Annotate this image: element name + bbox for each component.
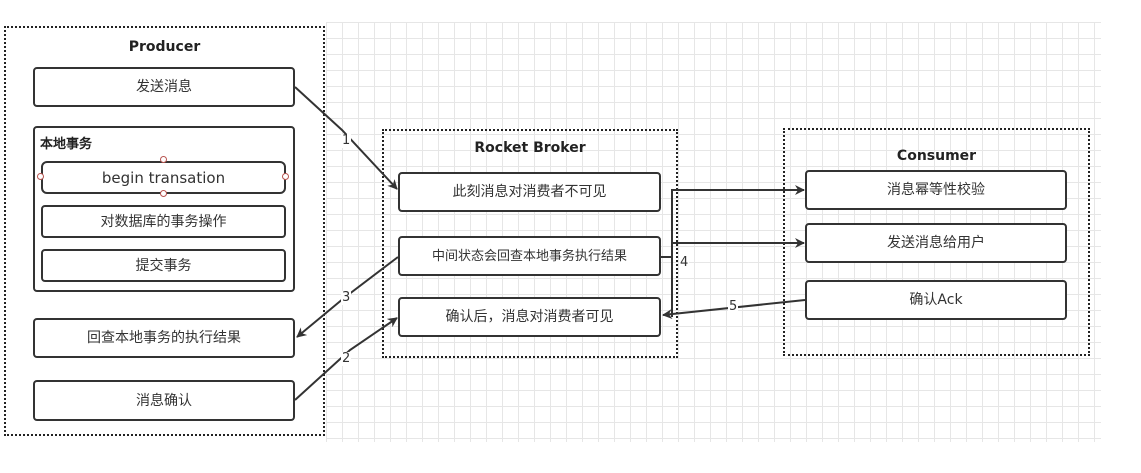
idempotent-check-box[interactable]: 消息幂等性校验 — [805, 170, 1067, 210]
visible-message-box[interactable]: 确认后，消息对消费者可见 — [398, 297, 661, 337]
edge-1-arrow[interactable] — [294, 86, 398, 190]
selection-handle-right[interactable] — [282, 173, 289, 180]
edge-label-3: 3 — [341, 290, 352, 305]
confirm-message-box[interactable]: 消息确认 — [33, 380, 295, 421]
edge-label-4: 4 — [679, 255, 690, 270]
producer-group: Producer — [4, 26, 325, 436]
send-to-user-box[interactable]: 发送消息给用户 — [805, 223, 1067, 263]
commit-transaction-box[interactable]: 提交事务 — [41, 249, 286, 282]
local-transaction-title: 本地事务 — [40, 137, 93, 152]
ack-box[interactable]: 确认Ack — [805, 280, 1067, 320]
db-operations-box[interactable]: 对数据库的事务操作 — [41, 205, 286, 238]
consumer-title: Consumer — [896, 148, 977, 164]
check-result-box[interactable]: 回查本地事务的执行结果 — [33, 318, 295, 358]
broker-title: Rocket Broker — [474, 140, 586, 156]
edge-label-5: 5 — [728, 299, 739, 314]
edge-label-1: 1 — [341, 133, 352, 148]
producer-title: Producer — [128, 39, 201, 55]
edge-label-2: 2 — [341, 351, 352, 366]
selection-handle-bottom[interactable] — [160, 190, 167, 197]
send-message-box[interactable]: 发送消息 — [33, 67, 295, 107]
intermediate-state-box[interactable]: 中间状态会回查本地事务执行结果 — [398, 236, 661, 276]
edge-2-arrow[interactable] — [294, 317, 398, 401]
edge-4-connector[interactable] — [661, 185, 805, 258]
selection-handle-left[interactable] — [37, 173, 44, 180]
invisible-message-box[interactable]: 此刻消息对消费者不可见 — [398, 172, 661, 212]
selection-handle-top[interactable] — [160, 156, 167, 163]
